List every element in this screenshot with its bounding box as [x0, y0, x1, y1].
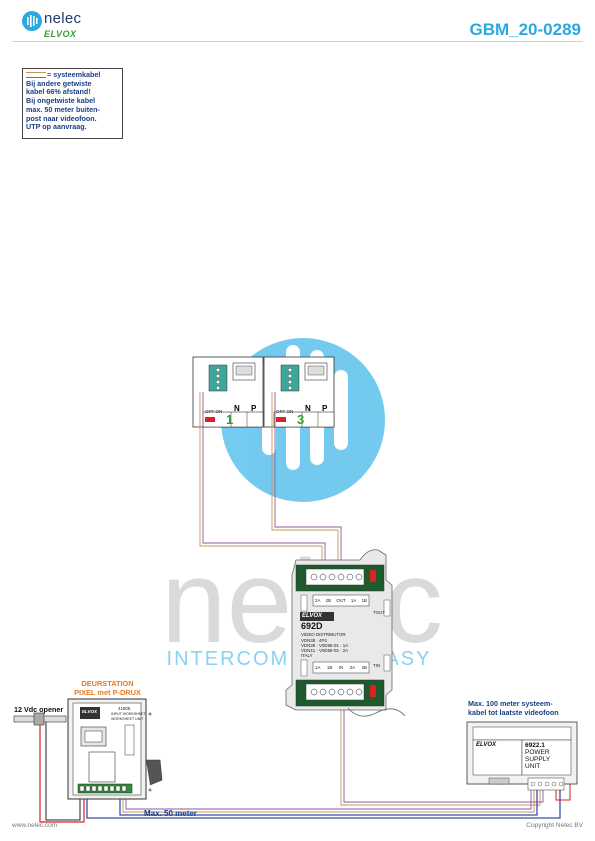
door-station-model-desc: INPUT WORKSHEET WORKSHEET UNIT [111, 712, 146, 721]
tout-label: TOUT [373, 610, 385, 615]
terminal-label: 1B [361, 598, 367, 603]
note-line: kabel 66% afstand! [26, 87, 91, 97]
power-supply-name-line: UNIT [525, 763, 541, 770]
terminal-label: 2A [349, 665, 356, 670]
jumper-icon [370, 685, 376, 697]
distributor-brand: ELVOX [302, 613, 323, 619]
monitor-1-p-label: P [251, 404, 257, 413]
door-station-title-line2: PIXEL met P-DRUX [74, 688, 141, 697]
note-line: Bij andere getwiste [26, 78, 92, 88]
ribbon-cable-icon [146, 759, 163, 786]
distance-label: Max. 50 meter [144, 809, 197, 818]
monitor-1-n-label: N [234, 404, 240, 413]
spec-line: VDN39 · V0D58-01 · 1A [301, 643, 349, 648]
monitor-3-p-label: P [322, 404, 328, 413]
legend-label: = systeemkabel [47, 70, 101, 79]
power-supply-note-line1: Max. 100 meter systeem- [468, 699, 553, 708]
opener-icon [33, 712, 45, 726]
video-distributor [285, 549, 406, 717]
document-code: GBM_20-0289 [469, 20, 581, 39]
cable-note-box: = systeemkabel Bij andere getwiste kabel… [22, 68, 123, 139]
distributor-specs: VDN38 · 4P4 VDN39 · V0D58-01 · 1A VDN41 … [301, 638, 348, 658]
power-supply [466, 721, 578, 791]
power-supply-brand: ELVOX [476, 742, 497, 748]
terminal-label: IN [338, 665, 344, 670]
terminal-label: OUT [336, 598, 346, 603]
door-station-brand: ELVOX [82, 709, 98, 714]
distributor-model: 692D [301, 621, 323, 631]
door-station [67, 698, 163, 800]
note-line: Bij ongetwiste kabel [26, 96, 96, 106]
logo-brand: ELVOX [44, 29, 77, 39]
power-supply-name-line: SUPPLY [525, 756, 551, 763]
nelec-logo: nelec ELVOX [22, 10, 122, 45]
monitor-3-number: 3 [297, 412, 305, 427]
note-line: max. 50 meter buiten- [26, 104, 100, 114]
dip-switch-icon [276, 417, 286, 422]
power-supply-note-line2: kabel tot laatste videofoon [468, 708, 559, 717]
cable-sample-icon [26, 72, 46, 79]
spec-line: ITALY [301, 653, 313, 658]
dip-switch-icon [205, 417, 215, 422]
distributor-subtitle: VIDEO DISTRIBUTOR [301, 632, 346, 637]
distributor-terminals-bottom: 1A 1B IN 2A 2B [315, 665, 367, 670]
jumper-icon [370, 570, 376, 582]
monitor-1-number: 1 [226, 412, 234, 427]
terminal-label: 1A [350, 598, 357, 603]
monitor-3 [263, 356, 335, 428]
terminal-label: 1B [326, 665, 333, 670]
footer-copyright: Copyright Nelec BV [526, 822, 583, 829]
power-supply-label: 6922.1 POWER SUPPLY UNIT [525, 742, 550, 770]
spec-line: VDN41 · V0D58-02 · 2A [301, 648, 349, 653]
door-station-title: DEURSTATION PIXEL met P-DRUX [60, 679, 155, 697]
monitor-3-n-label: N [305, 404, 311, 413]
monitor-3-switch-label: OFF ON [276, 409, 294, 414]
cable-legend: = systeemkabel [26, 70, 119, 80]
opener-label: 12 Vdc opener [14, 705, 64, 714]
spec-line: VDN38 · 4P4 [301, 638, 327, 643]
model-desc-line: WORKSHEET UNIT [111, 716, 144, 721]
door-station-model: 41805 [118, 706, 131, 711]
system-cables [39, 392, 571, 823]
note-line: UTP op aanvraag. [26, 122, 87, 132]
terminal-label: 2B [325, 598, 332, 603]
door-opener [13, 712, 67, 726]
door-station-title-line1: DEURSTATION [81, 679, 134, 688]
terminal-label: 1A [315, 665, 321, 670]
distributor-brand-badge [300, 612, 334, 621]
footer-website: www.nelec.com [12, 822, 58, 829]
monitor-1-switch-label: OFF ON [205, 409, 223, 414]
power-supply-note: Max. 100 meter systeem- kabel tot laatst… [468, 699, 559, 717]
nelec-logo-icon [22, 11, 42, 31]
terminal-label: 2A [315, 598, 321, 603]
header-divider [12, 41, 583, 42]
logo-name: nelec [44, 10, 82, 27]
model-desc-line: INPUT WORKSHEET [111, 712, 146, 716]
power-supply-name-line: POWER [525, 749, 550, 756]
terminal-label: 2B [361, 665, 367, 670]
distributor-terminals-top: 2A 2B OUT 1A 1B [315, 598, 367, 603]
monitor-1 [192, 356, 264, 428]
note-line: post naar videofoon. [26, 113, 97, 123]
tin-label: TIN [373, 663, 381, 668]
power-supply-model: 6922.1 [525, 742, 545, 749]
